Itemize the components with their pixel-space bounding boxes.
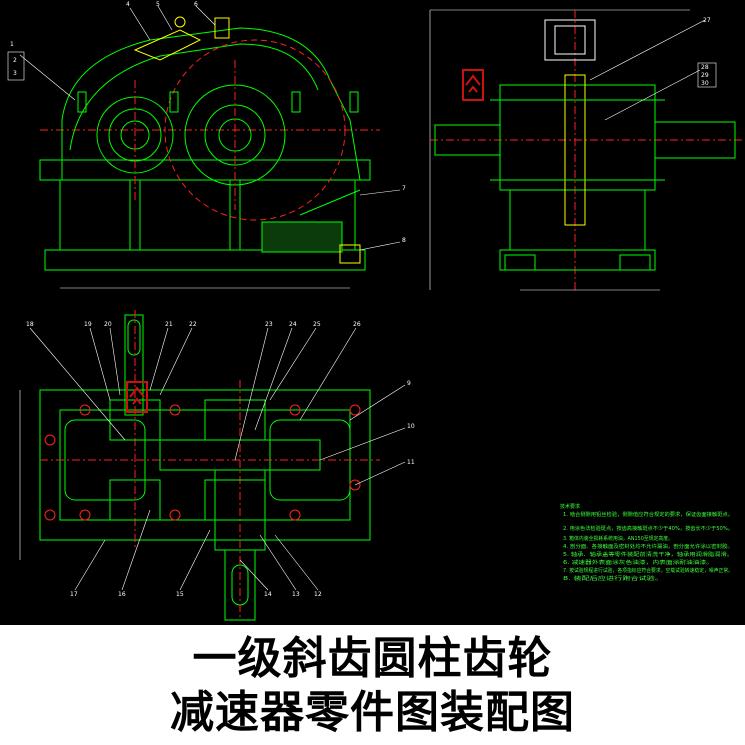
- label-18: 18: [26, 321, 34, 328]
- label-24: 24: [289, 321, 297, 328]
- label-9: 9: [407, 380, 411, 387]
- watermark-logo-icon: [126, 381, 148, 413]
- label-19: 19: [84, 321, 92, 328]
- label-1: 1: [10, 41, 14, 48]
- notes-line: 6. 减速器外表面涂灰色油漆，内表面涂耐油油漆。: [563, 559, 713, 566]
- label-22: 22: [189, 321, 197, 328]
- label-28: 28: [701, 64, 709, 71]
- label-11: 11: [407, 459, 415, 466]
- technical-notes: 技术要求 1. 啮合侧隙用铅丝检验，侧隙值应符合规定的要求，保证齿面接触斑点。 …: [560, 503, 733, 582]
- label-6: 6: [194, 1, 198, 8]
- section-view: [19, 310, 406, 621]
- cad-svg: 1 2 3 4 5 6 7 8 27 28 29 30: [7, 1, 745, 621]
- label-17: 17: [70, 591, 78, 598]
- side-view: [429, 9, 745, 291]
- label-12: 12: [314, 591, 322, 598]
- label-8: 8: [402, 237, 406, 244]
- side-view-labels: 27 28 29 30: [697, 17, 717, 88]
- notes-line: 8. 装配后应进行跑合试验。: [563, 575, 663, 582]
- label-29: 29: [701, 72, 709, 79]
- front-view-labels: 1 2 3 4 5 6 7 8: [7, 1, 406, 244]
- label-26: 26: [353, 321, 361, 328]
- cad-drawing: 1 2 3 4 5 6 7 8 27 28 29 30: [0, 0, 745, 625]
- label-27: 27: [703, 17, 711, 24]
- notes-line: 1. 啮合侧隙用铅丝检验，侧隙值应符合规定的要求，保证齿面接触斑点。: [563, 511, 733, 518]
- label-30: 30: [701, 80, 709, 87]
- label-10: 10: [407, 423, 415, 430]
- notes-line: 7. 按试验规程进行试验，各项指标应符合要求，空载试验转速稳定，噪声正常。: [563, 567, 733, 574]
- caption-line-1: 一级斜齿圆柱齿轮: [192, 633, 553, 684]
- notes-line: 5. 轴承、轴承盖等零件装配前清洗干净，轴承用润滑脂润滑。: [563, 551, 733, 558]
- label-5: 5: [156, 1, 160, 8]
- section-view-labels: 18 19 20 21 22 23 24 25 26 9 10 11 17 16…: [26, 321, 415, 598]
- label-4: 4: [126, 1, 130, 8]
- label-2: 2: [13, 57, 17, 64]
- notes-line: 3. 箱体内装全损耗系统用油，AN150至规定高度。: [563, 535, 673, 542]
- label-14: 14: [264, 591, 272, 598]
- caption-line-2: 减速器零件图装配图: [170, 687, 575, 738]
- notes-heading: 技术要求: [560, 503, 580, 510]
- label-25: 25: [313, 321, 321, 328]
- label-3: 3: [13, 70, 17, 77]
- notes-line: 2. 用涂色法检验斑点，按齿高接触斑点不少于40%，按齿长不少于50%。: [563, 525, 733, 532]
- caption-banner: 一级斜齿圆柱齿轮 减速器零件图装配图: [0, 625, 745, 745]
- label-13: 13: [292, 591, 300, 598]
- notes-line: 4. 剖分面、各接触面及密封处均不允许漏油，剖分面允许涂以密封胶。: [563, 543, 733, 550]
- label-16: 16: [118, 591, 126, 598]
- label-23: 23: [265, 321, 273, 328]
- label-7: 7: [402, 185, 406, 192]
- label-21: 21: [165, 321, 173, 328]
- front-view: [19, 5, 401, 289]
- watermark-logo-icon: [462, 69, 484, 101]
- label-20: 20: [104, 321, 112, 328]
- label-15: 15: [176, 591, 184, 598]
